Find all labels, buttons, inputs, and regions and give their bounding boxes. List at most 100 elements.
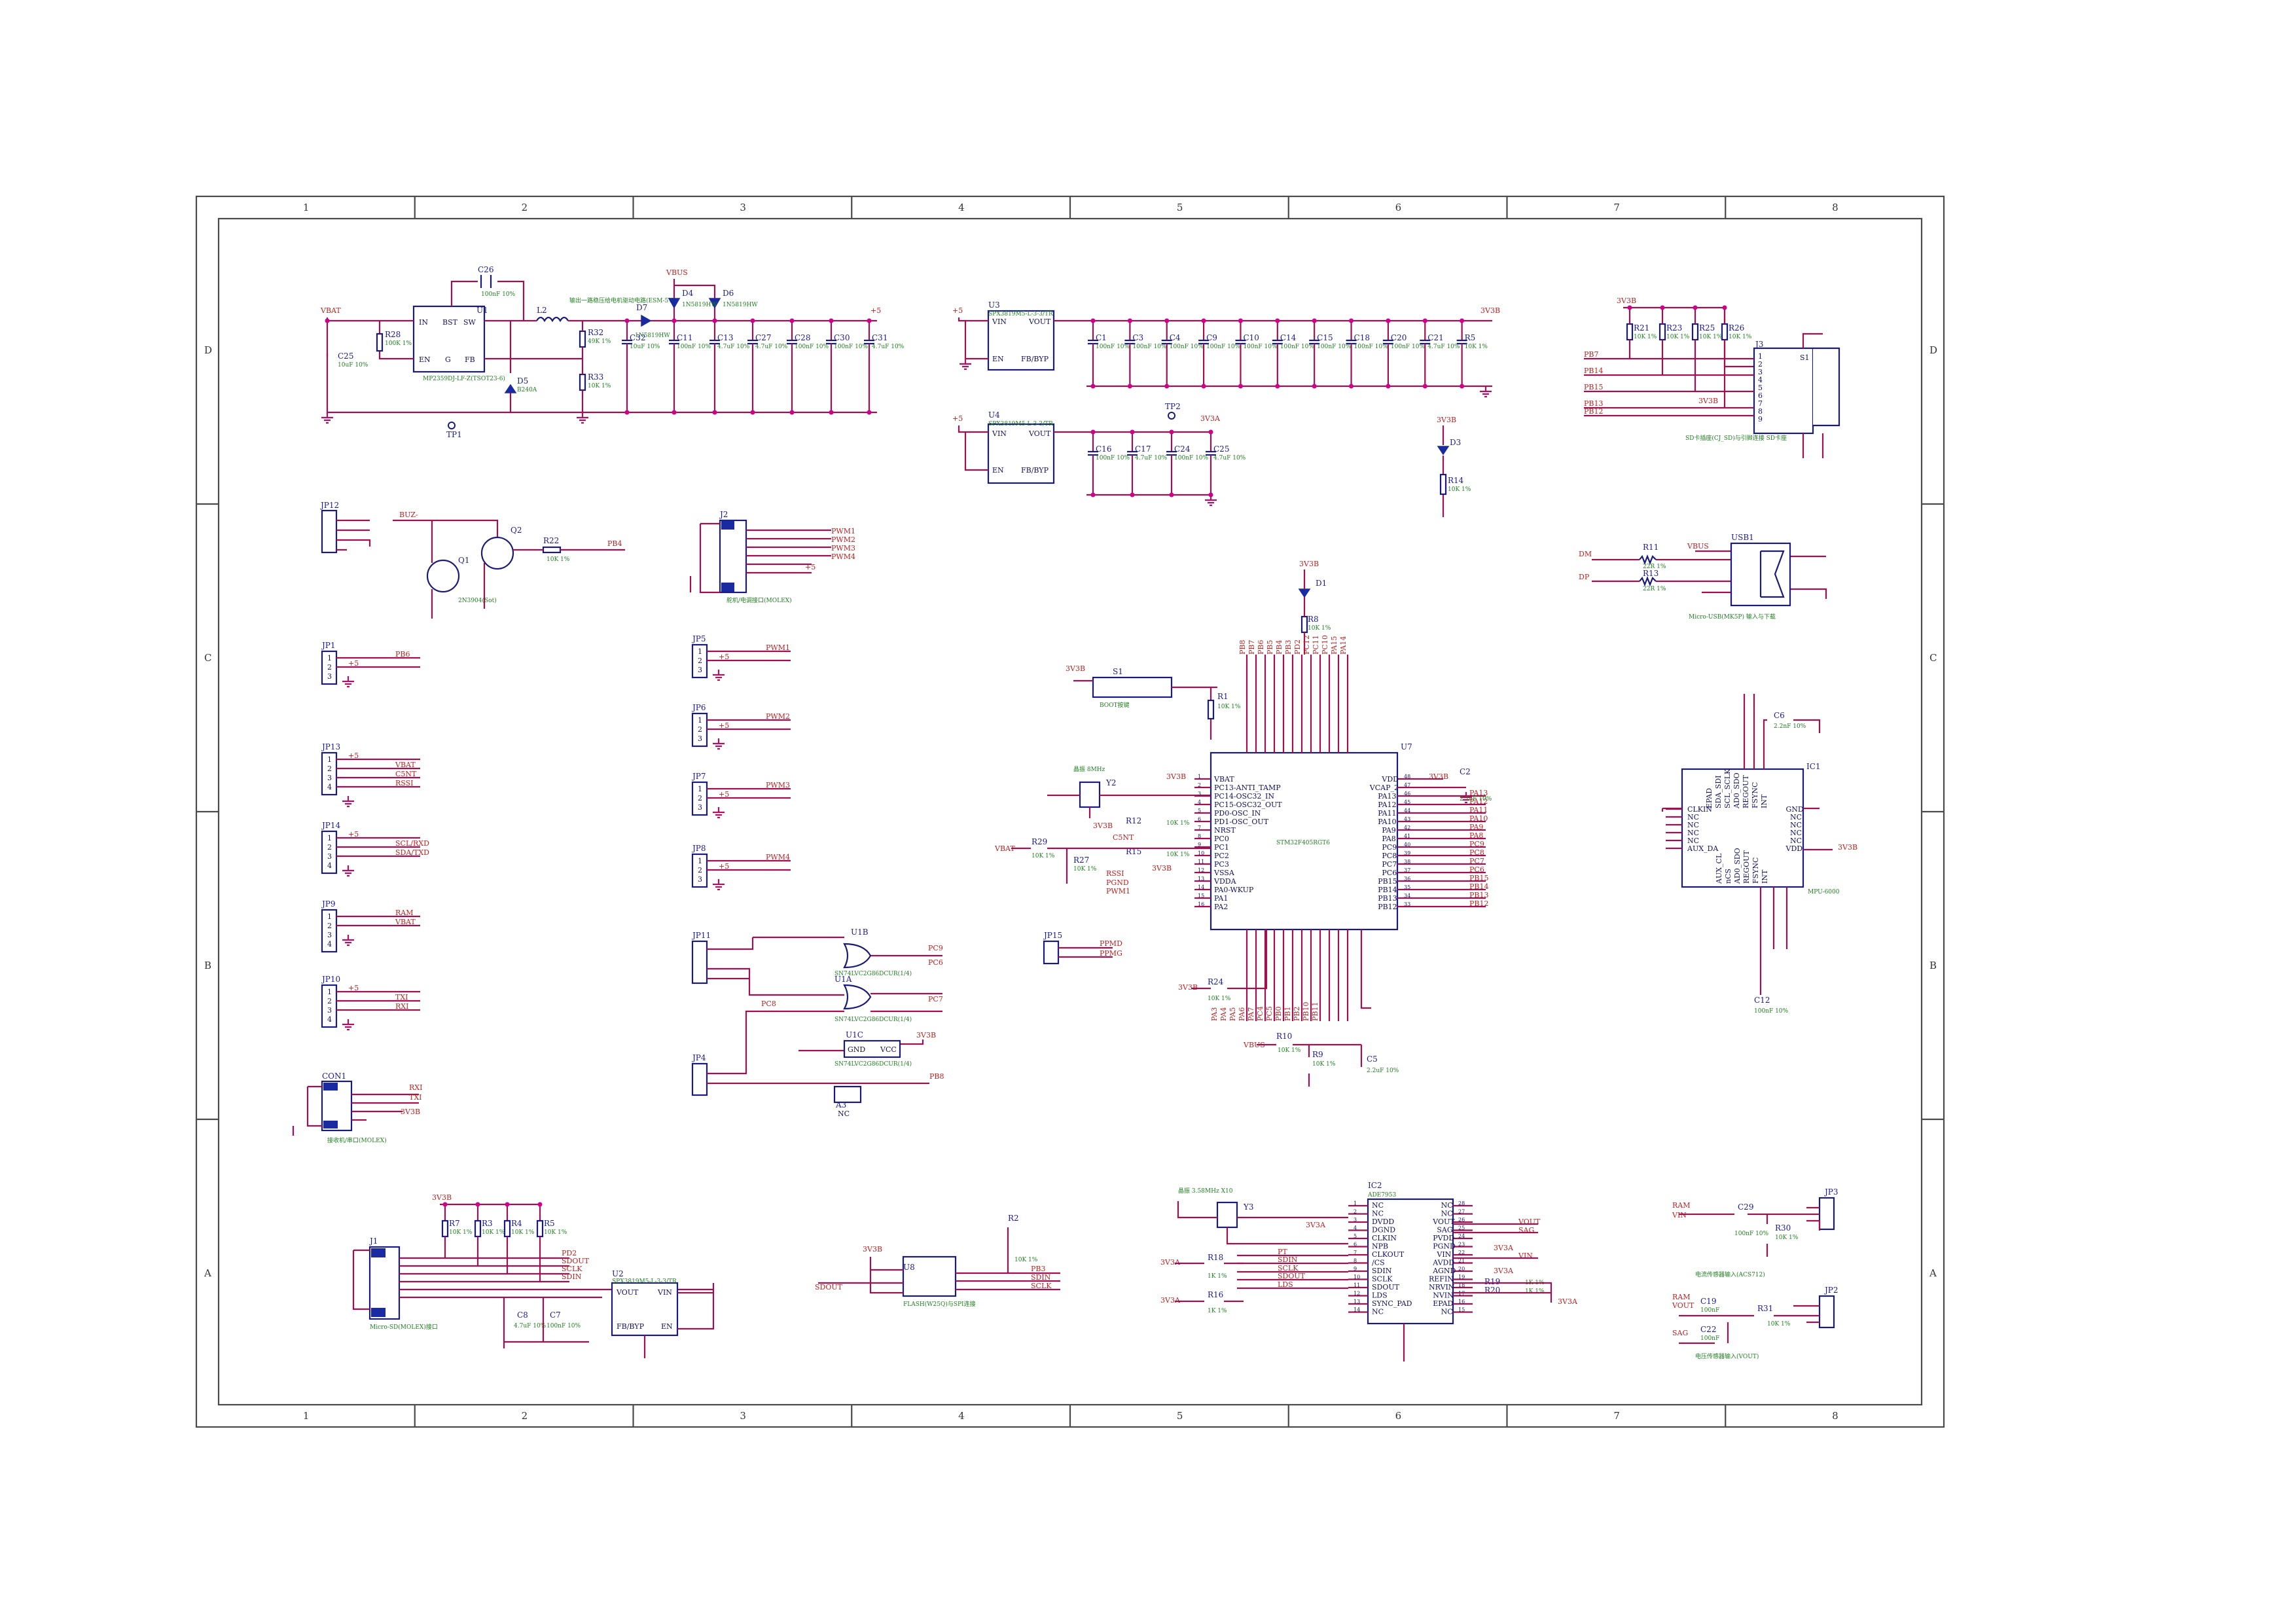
imu-top-pin: FSYNC (1751, 782, 1759, 808)
r12-ref: R12 (1126, 816, 1141, 825)
mcu-left-pin: PC13-ANTI_TAMP (1214, 784, 1281, 792)
svg-text:15: 15 (1458, 1307, 1465, 1313)
c7-ref: C7 (550, 1310, 561, 1320)
mcu-right-net: PA13 (1469, 789, 1488, 797)
svg-text:27: 27 (1458, 1209, 1465, 1215)
mcu-left-pin: PD1-OSC_OUT (1214, 818, 1269, 826)
imu-bottom-pin: AUX_CL (1715, 853, 1723, 884)
u1-pin-in: IN (419, 318, 428, 327)
u1-pin-bst: BST (442, 318, 458, 327)
svg-text:19: 19 (1458, 1274, 1465, 1280)
header-ref: JP13 (321, 742, 340, 751)
r29-value: 10K 1% (1031, 853, 1055, 859)
mcu-right-pin: PA10 (1378, 818, 1396, 826)
d6-ref: D6 (723, 289, 734, 298)
svg-text:25: 25 (1458, 1225, 1465, 1231)
ic2-right-pin: VOUT (1432, 1218, 1455, 1226)
tp1-ref: TP1 (446, 430, 462, 439)
rb-note1: 电流传感器输入(ACS712) (1695, 1271, 1765, 1278)
usb1-ref: USB1 (1731, 533, 1754, 542)
svg-text:2: 2 (327, 843, 332, 852)
jp4-header (691, 1062, 708, 1096)
sd-pullup-ref: R21 (1634, 323, 1649, 333)
u1c-ref: U1C (846, 1030, 863, 1039)
jp15-ref: JP15 (1043, 931, 1062, 940)
header-ref: JP5 (691, 634, 706, 643)
mcu-vbus-label: VBUS (1243, 1041, 1265, 1049)
u8-pullup-ref: R2 (1008, 1214, 1019, 1223)
svg-text:1: 1 (698, 785, 702, 793)
mcu-bottom-net: PB0 (1274, 1007, 1283, 1021)
svg-text:33: 33 (1404, 901, 1410, 907)
sd-net-label: PB15 (1584, 383, 1603, 391)
svg-text:10: 10 (1354, 1274, 1360, 1280)
c6-ref: C6 (1774, 711, 1785, 720)
svg-text:3: 3 (327, 931, 332, 939)
u4-output-label: 3V3A (1200, 414, 1221, 423)
svg-text:7: 7 (1354, 1250, 1357, 1255)
svg-text:21: 21 (1458, 1258, 1465, 1264)
rb-sag: SAG (1672, 1329, 1688, 1337)
header-net: PWM2 (766, 712, 790, 721)
svg-text:38: 38 (1404, 859, 1410, 865)
u1c-part: SN74LVC2G86DCUR(1/4) (834, 1060, 912, 1068)
svg-text:1: 1 (327, 755, 332, 764)
u8-net-sclk: SCLK (1031, 1282, 1052, 1290)
j1-pullup-value: 10K 1% (544, 1229, 567, 1236)
ic2-right-pin: NC (1441, 1308, 1453, 1316)
mcu-left-pin: PA2 (1214, 903, 1228, 911)
header-net: +5 (719, 790, 729, 799)
row-label-left: A (204, 1267, 211, 1279)
r14-ref: R14 (1448, 476, 1464, 485)
mcu-bottom-net: PA6 (1238, 1007, 1246, 1021)
c29-ref: C29 (1738, 1202, 1753, 1212)
cap-ref: C13 (717, 333, 733, 342)
u1a-ref: U1A (834, 975, 852, 984)
r22-ref: R22 (543, 536, 559, 545)
rb-note2: 电压传感器输入(VOUT) (1695, 1352, 1759, 1360)
r16-value: 1K 1% (1208, 1308, 1227, 1314)
j1-pullup (503, 1219, 511, 1238)
mcu-3v3b-2: 3V3B (1152, 864, 1172, 873)
cap-value: 100nF 10% (677, 344, 711, 350)
mcu-bottom-net: PA3 (1210, 1007, 1219, 1021)
j1-net-sdin: SDIN (562, 1272, 582, 1281)
mcu-right-pin: PC9 (1382, 843, 1397, 852)
r27-value: 10K 1% (1073, 866, 1097, 873)
u4-pin-en: EN (992, 466, 1004, 475)
svg-text:4: 4 (327, 861, 332, 870)
u8-note: FLASH(W25Q)与SPI连接 (903, 1300, 976, 1308)
header-net: +5 (348, 659, 359, 668)
cap-ref: C30 (834, 333, 850, 342)
mcu-right-net: PA11 (1469, 806, 1488, 814)
col-label-top: 8 (1832, 202, 1839, 213)
svg-text:18: 18 (1458, 1282, 1465, 1288)
svg-text:11: 11 (1354, 1282, 1360, 1288)
d7-ref: D7 (636, 303, 647, 312)
u3-output-label: 3V3B (1480, 306, 1500, 315)
ic2-left-pin: LDS (1372, 1291, 1388, 1300)
d5-value: B240A (517, 387, 537, 393)
mcu-right-net: PC8 (1469, 848, 1484, 857)
r18-value: 1K 1% (1208, 1273, 1227, 1280)
ps-note: 输出一路稳压给电机驱动电路(ESM-5V) (569, 297, 675, 304)
ic2-right-pin: NC (1441, 1201, 1453, 1210)
svg-text:41: 41 (1404, 833, 1410, 839)
q1-ref: Q1 (458, 556, 469, 565)
mcu-left-pin: PC15-OSC32_OUT (1214, 801, 1282, 809)
cap-ref: C3 (1132, 333, 1143, 342)
svg-text:1: 1 (327, 834, 332, 842)
sd-pullup-value: 10K 1% (1634, 334, 1657, 340)
svg-text:3: 3 (1354, 1217, 1357, 1223)
r28-ref: R28 (385, 330, 401, 339)
middle-headers: JP5123PWM1+5JP6123PWM2+5JP7123PWM3+5JP81… (691, 634, 791, 891)
r22-value: 10K 1% (547, 556, 570, 563)
svg-text:44: 44 (1404, 808, 1410, 814)
ic2-left-pin: SDIN (1372, 1267, 1392, 1275)
j2-ref: J2 (719, 510, 728, 519)
mcu-top-net: PD2 (1293, 640, 1302, 655)
